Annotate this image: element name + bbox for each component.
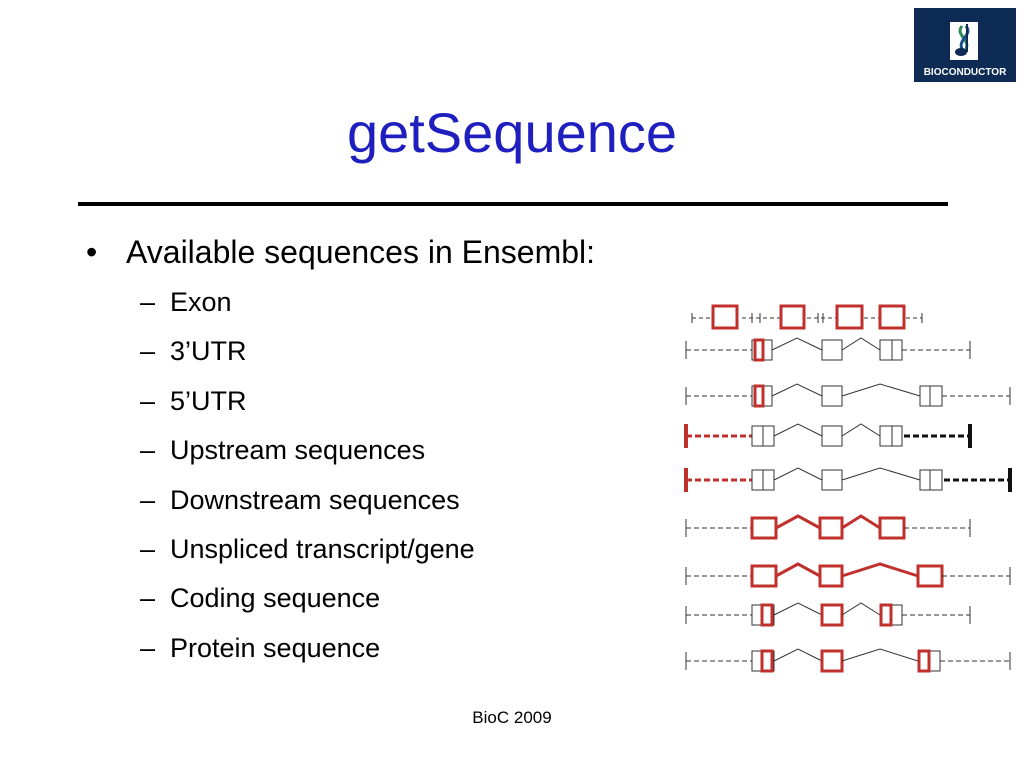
dash-marker: – <box>140 583 156 614</box>
sub-item-3utr: –3’UTR <box>86 327 595 376</box>
gene-structure-diagram <box>684 304 1012 673</box>
logo-label: BIOCONDUCTOR <box>923 67 1007 78</box>
page-title: getSequence <box>346 101 678 164</box>
sub-item-upstream: –Upstream sequences <box>86 426 595 475</box>
diagram-row-downstream <box>684 467 1012 492</box>
sub-item-downstream: –Downstream sequences <box>86 476 595 525</box>
sub-item-protein: –Protein sequence <box>86 624 595 673</box>
sub-item-label: Exon <box>170 287 232 317</box>
bullet-list: • Available sequences in Ensembl: –Exon … <box>86 232 595 673</box>
sub-item-label: Unspliced transcript/gene <box>170 534 475 565</box>
sub-item-exon: –Exon <box>86 278 595 327</box>
sub-item-label: 3’UTR <box>170 336 247 367</box>
bullet-marker: • <box>86 234 98 270</box>
dna-music-note-icon <box>950 22 978 60</box>
dash-marker: – <box>140 336 156 367</box>
sub-item-label: Downstream sequences <box>170 484 460 515</box>
sub-item-5utr: –5’UTR <box>86 377 595 426</box>
sub-list: –Exon –3’UTR –5’UTR –Upstream sequences … <box>86 278 595 673</box>
diagram-row-3utr <box>685 337 971 362</box>
diagram-row-5utr <box>685 383 1011 408</box>
diagram-row-upstream <box>684 423 972 448</box>
diagram-row-gene-long <box>685 562 1011 588</box>
bullet-item: • Available sequences in Ensembl: <box>86 232 595 272</box>
diagram-row-protein <box>685 648 1011 673</box>
diagram-row-coding <box>685 602 971 627</box>
footer-label: BioC 2009 <box>472 708 552 727</box>
dash-marker: – <box>140 287 156 317</box>
bullet-heading: Available sequences in Ensembl: <box>126 234 596 270</box>
diagram-row-unspliced <box>685 514 971 540</box>
bioconductor-logo: BIOCONDUCTOR <box>914 8 1016 82</box>
sub-item-label: 5’UTR <box>170 385 247 416</box>
dash-marker: – <box>140 435 156 466</box>
sub-item-unspliced: –Unspliced transcript/gene <box>86 525 595 574</box>
sub-item-coding: –Coding sequence <box>86 574 595 623</box>
dash-marker: – <box>140 534 156 565</box>
sub-item-label: Coding sequence <box>170 583 381 614</box>
dash-marker: – <box>140 632 156 663</box>
dash-marker: – <box>140 484 156 515</box>
sub-item-label: Upstream sequences <box>170 435 426 466</box>
title-divider <box>78 202 948 206</box>
sub-item-label: Protein sequence <box>170 632 381 663</box>
dash-marker: – <box>140 385 156 416</box>
diagram-row-exon <box>691 304 923 330</box>
